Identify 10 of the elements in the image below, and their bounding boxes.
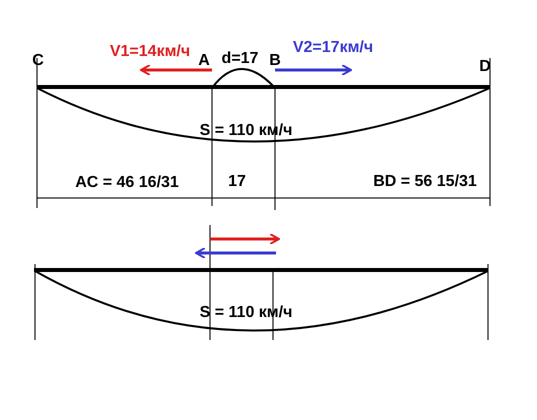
point-label: D <box>479 59 491 75</box>
distance-label: AC = 46 16/31 <box>75 175 179 191</box>
point-label: C <box>32 53 44 69</box>
distance-label: d=17 <box>222 51 258 67</box>
point-label: B <box>269 53 281 69</box>
speed-label: V2=17км/ч <box>292 40 374 56</box>
distance-label: BD = 56 15/31 <box>373 174 477 190</box>
point-label: A <box>198 53 210 69</box>
speed-label: V1=14км/ч <box>110 44 190 60</box>
distance-label: 17 <box>228 174 246 190</box>
